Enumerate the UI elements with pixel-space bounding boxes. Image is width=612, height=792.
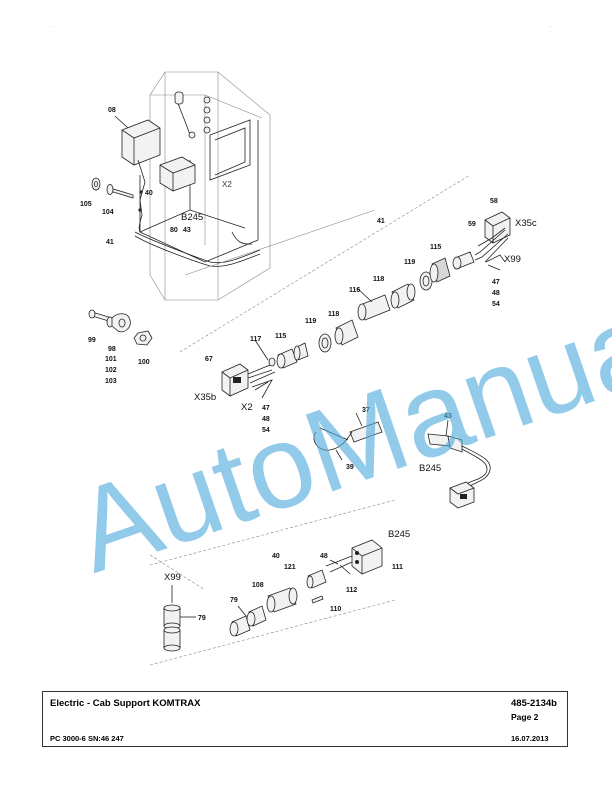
callout-label: 41: [106, 239, 114, 246]
callout-label: 39: [346, 464, 354, 471]
callout-label: 111: [392, 564, 403, 571]
bolt-104: [91, 177, 134, 199]
callout-label: 58: [490, 198, 498, 205]
callout-label: 105: [80, 201, 92, 208]
issue-date: 16.07.2013: [511, 734, 549, 743]
connector-b245-assembly: [229, 539, 383, 637]
sensor-b245: [427, 419, 491, 509]
callout-label: B245: [419, 463, 441, 474]
callout-label: B245: [388, 529, 410, 540]
callout-label: 100: [138, 359, 150, 366]
corner-mark: ·: [550, 24, 552, 30]
callout-label: 79: [198, 615, 206, 622]
callout-label: 118: [373, 276, 384, 283]
cab-frame: [134, 71, 271, 301]
callout-label: 98: [108, 346, 116, 353]
connector-x35c-assembly: [356, 211, 511, 321]
fastener-set-99-103: [88, 309, 153, 346]
callout-label: 40: [145, 190, 153, 197]
callout-label: 43: [444, 413, 452, 420]
connector-x99-seals: [163, 585, 196, 652]
connector-x35b-assembly: [221, 319, 359, 399]
callout-label: 108: [252, 582, 264, 589]
cable-clip-37-39: [313, 412, 383, 461]
drawing-title: Electric - Cab Support KOMTRAX: [50, 698, 201, 709]
callout-label: 112: [346, 587, 357, 594]
callout-label: 115: [430, 244, 441, 251]
control-box-08: [114, 115, 161, 233]
callout-label: 119: [305, 318, 316, 325]
callout-label: 102: [105, 367, 117, 374]
callout-label: 116: [349, 287, 360, 294]
callout-label: 43: [183, 227, 191, 234]
callout-label: 48: [320, 553, 328, 560]
corner-mark: ·: [50, 24, 52, 30]
callout-label: X35b: [194, 392, 216, 403]
callout-label: B245: [181, 212, 203, 223]
callout-label: 37: [362, 407, 370, 414]
callout-label: 41: [377, 218, 385, 225]
callout-label: 48: [492, 290, 500, 297]
page-number: Page 2: [511, 712, 539, 722]
callout-label: 48: [262, 416, 270, 423]
callout-label: 54: [492, 301, 500, 308]
callout-label: 104: [102, 209, 114, 216]
callout-label: X99: [504, 254, 521, 265]
callout-label: X35c: [515, 218, 537, 229]
callout-label: 59: [468, 221, 476, 228]
callout-label: 99: [88, 337, 96, 344]
callout-label: X99: [164, 572, 181, 583]
callout-label: 79: [230, 597, 238, 604]
callout-label: 115: [275, 333, 286, 340]
callout-label: 121: [284, 564, 296, 571]
callout-label: 47: [492, 279, 500, 286]
callout-label: 80: [170, 227, 178, 234]
callout-label: 40: [272, 553, 280, 560]
document-number: 485-2134b: [511, 698, 557, 709]
callout-label: 101: [105, 356, 117, 363]
callout-labels: 08 105 104 40 X2 B245 80 43 41 41 58 59 …: [80, 107, 537, 622]
callout-label: X2: [241, 402, 253, 413]
callout-label: 67: [205, 356, 213, 363]
sensor-box-b245: [159, 156, 196, 192]
callout-label: 103: [105, 378, 117, 385]
callout-label: 118: [328, 311, 339, 318]
callout-label: 117: [250, 336, 261, 343]
callout-label: 119: [404, 259, 415, 266]
machine-model: PC 3000-6 SN:46 247: [50, 734, 124, 743]
title-block: Electric - Cab Support KOMTRAX 485-2134b…: [42, 691, 568, 747]
callout-label: 54: [262, 427, 270, 434]
callout-label: 110: [330, 606, 341, 613]
callout-label: X2: [222, 180, 232, 189]
callout-label: 47: [262, 405, 270, 412]
callout-label: 08: [108, 107, 116, 114]
